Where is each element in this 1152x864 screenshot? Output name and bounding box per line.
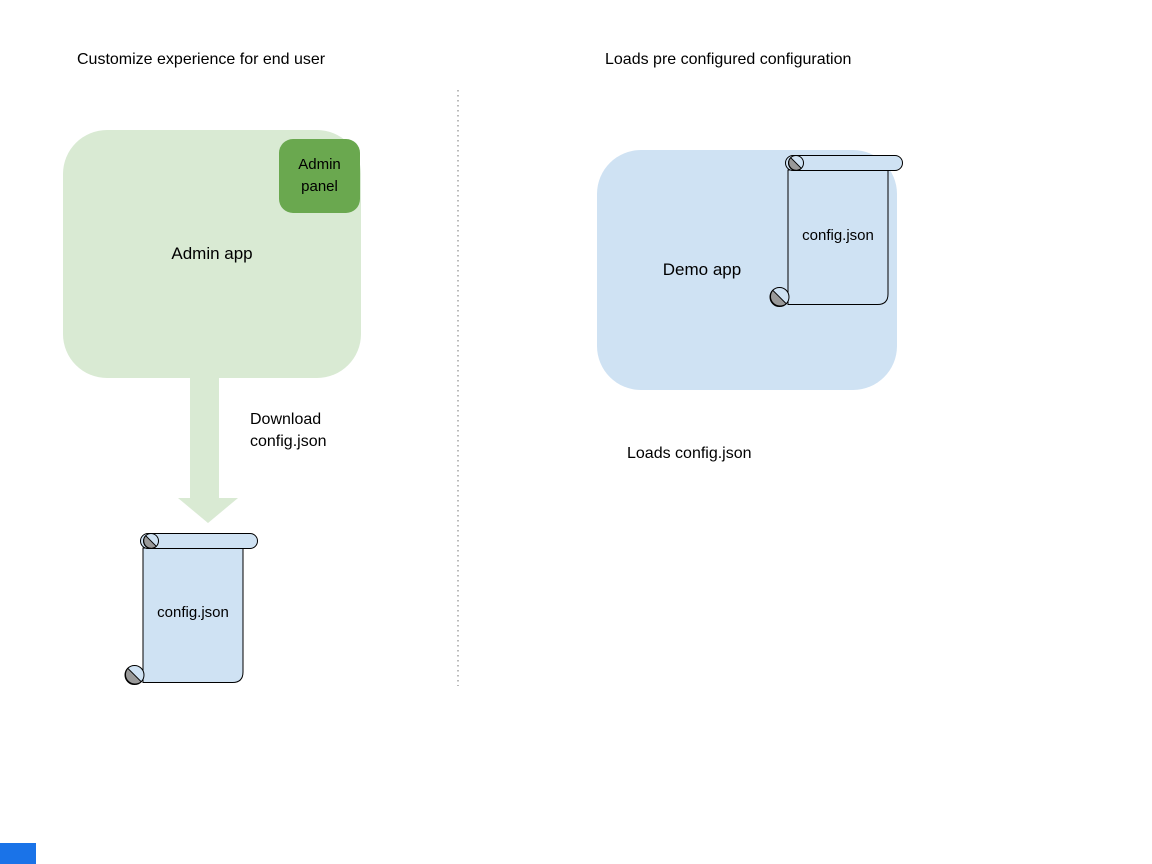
download-arrow-icon (178, 378, 238, 523)
download-arrow-label: Download config.json (250, 411, 327, 450)
right-section-title: Loads pre configured configuration (605, 51, 852, 68)
admin-app-label: Admin app (171, 244, 253, 263)
config-json-label-left: config.json (157, 604, 229, 621)
admin-app-box: Admin app Admin panel (63, 130, 361, 378)
bottom-left-accent (0, 843, 36, 864)
section-divider (457, 90, 459, 686)
loads-config-caption: Loads config.json (627, 445, 752, 462)
config-json-scroll-icon (124, 533, 258, 685)
config-json-label-right: config.json (802, 227, 874, 244)
left-section-title: Customize experience for end user (77, 51, 326, 68)
admin-panel-label: Admin panel (298, 156, 341, 195)
demo-app-label: Demo app (662, 260, 742, 279)
config-json-scroll-icon (769, 155, 903, 307)
admin-panel-box: Admin panel (279, 139, 360, 213)
